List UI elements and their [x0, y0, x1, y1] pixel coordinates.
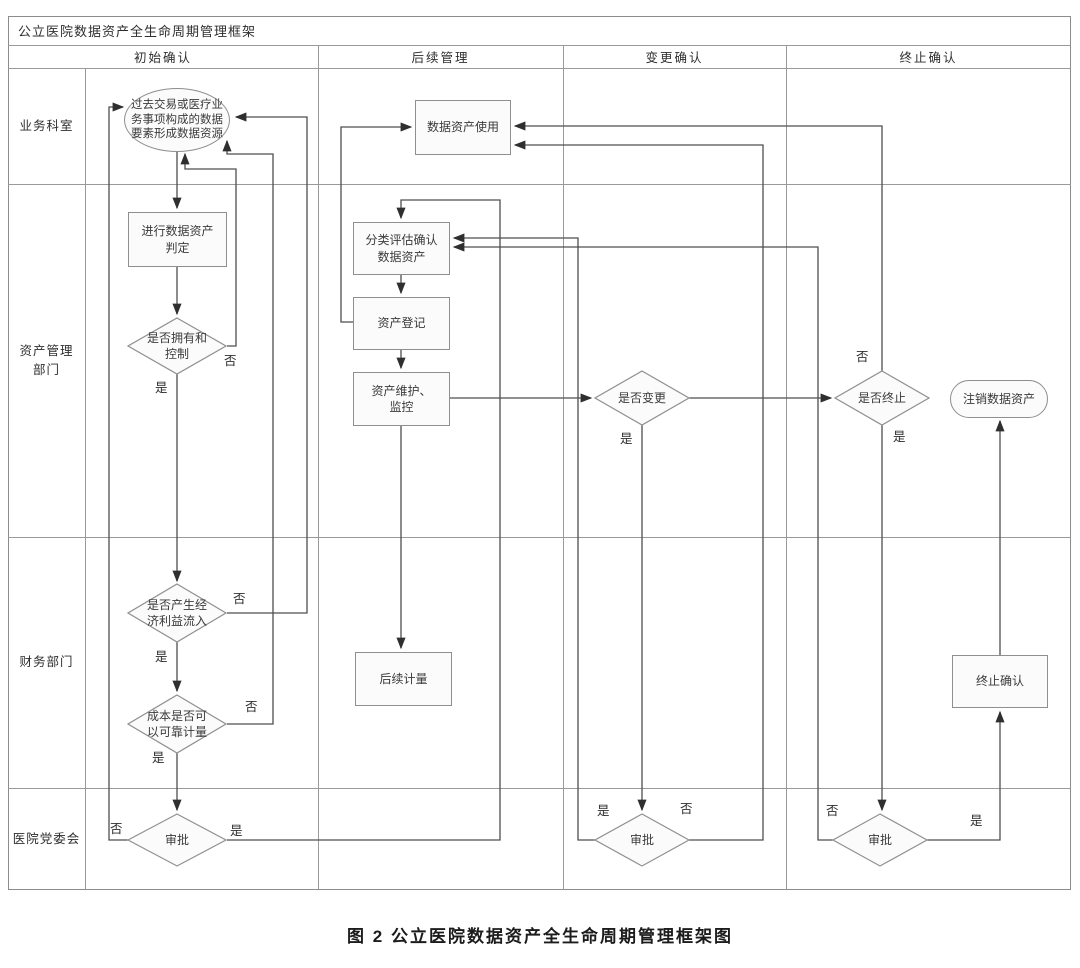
label-col-line: [85, 68, 86, 890]
col-line-2: [563, 45, 564, 890]
row-line-2: [8, 537, 1071, 538]
row-label-business-dept: 业务科室: [19, 118, 74, 133]
label-change-q: 是否变更: [617, 390, 666, 405]
label-approval2: 审批: [629, 832, 654, 847]
col-line-3: [786, 45, 787, 890]
node-data-resource: 过去交易或医疗业 务事项构成的数据 要素形成数据资源: [124, 88, 230, 152]
edge-label-terminate-no: 否: [856, 350, 869, 364]
edge-label-cost-yes: 是: [152, 751, 165, 765]
node-terminate-confirm: 终止确认: [952, 655, 1048, 708]
label-economic-inflow: 是否产生经 济利益流入: [146, 597, 207, 628]
label-own-control: 是否拥有和 控制: [146, 330, 207, 361]
node-asset-use: 数据资产使用: [415, 100, 511, 155]
edge-label-owncontrol-yes: 是: [155, 381, 168, 395]
edge-label-owncontrol-no: 否: [224, 354, 237, 368]
node-asset-maintain: 资产维护、 监控: [353, 372, 450, 426]
edge-label-approval3-yes: 是: [970, 814, 983, 828]
row-label-party-committee: 医院党委会: [12, 831, 81, 846]
header-bottom-line: [8, 68, 1071, 69]
node-asset-register: 资产登记: [353, 297, 450, 350]
label-approval1: 审批: [164, 832, 189, 847]
node-asset-judge: 进行数据资产 判定: [128, 212, 227, 267]
edge-label-approval1-yes: 是: [230, 824, 243, 838]
edge-label-cost-no: 否: [245, 700, 258, 714]
figure-caption: 图 2 公立医院数据资产全生命周期管理框架图: [347, 927, 733, 946]
label-terminate-q: 是否终止: [857, 390, 906, 405]
edge-label-approval2-no: 否: [680, 802, 693, 816]
row-line-1: [8, 184, 1071, 185]
row-label-finance-dept: 财务部门: [19, 655, 74, 670]
diagram-title: 公立医院数据资产全生命周期管理框架: [18, 24, 257, 39]
edge-label-approval2-yes: 是: [597, 804, 610, 818]
edge-label-approval3-no: 否: [826, 804, 839, 818]
label-cost-measurable: 成本是否可 以可靠计量: [146, 708, 207, 739]
col-header-change: 变更确认: [645, 51, 704, 65]
row-label-asset-mgmt-dept: 资产管理 部门: [19, 343, 74, 377]
node-subsequent-measure: 后续计量: [355, 652, 452, 706]
edge-label-change-yes: 是: [620, 432, 633, 446]
header-top-line: [8, 45, 1071, 46]
edge-label-terminate-yes: 是: [893, 430, 906, 444]
col-line-1: [318, 45, 319, 890]
edge-label-approval1-no: 否: [110, 822, 123, 836]
col-header-subsequent: 后续管理: [411, 51, 470, 65]
col-header-terminate: 终止确认: [899, 51, 958, 65]
swimlane-frame: [8, 16, 1071, 890]
edge-label-inflow-no: 否: [233, 592, 246, 606]
label-approval3: 审批: [867, 832, 892, 847]
node-deregister: 注销数据资产: [950, 380, 1048, 418]
edge-label-inflow-yes: 是: [155, 650, 168, 664]
col-header-initial: 初始确认: [133, 51, 192, 65]
row-line-3: [8, 788, 1071, 789]
node-classify-confirm: 分类评估确认 数据资产: [353, 222, 450, 275]
